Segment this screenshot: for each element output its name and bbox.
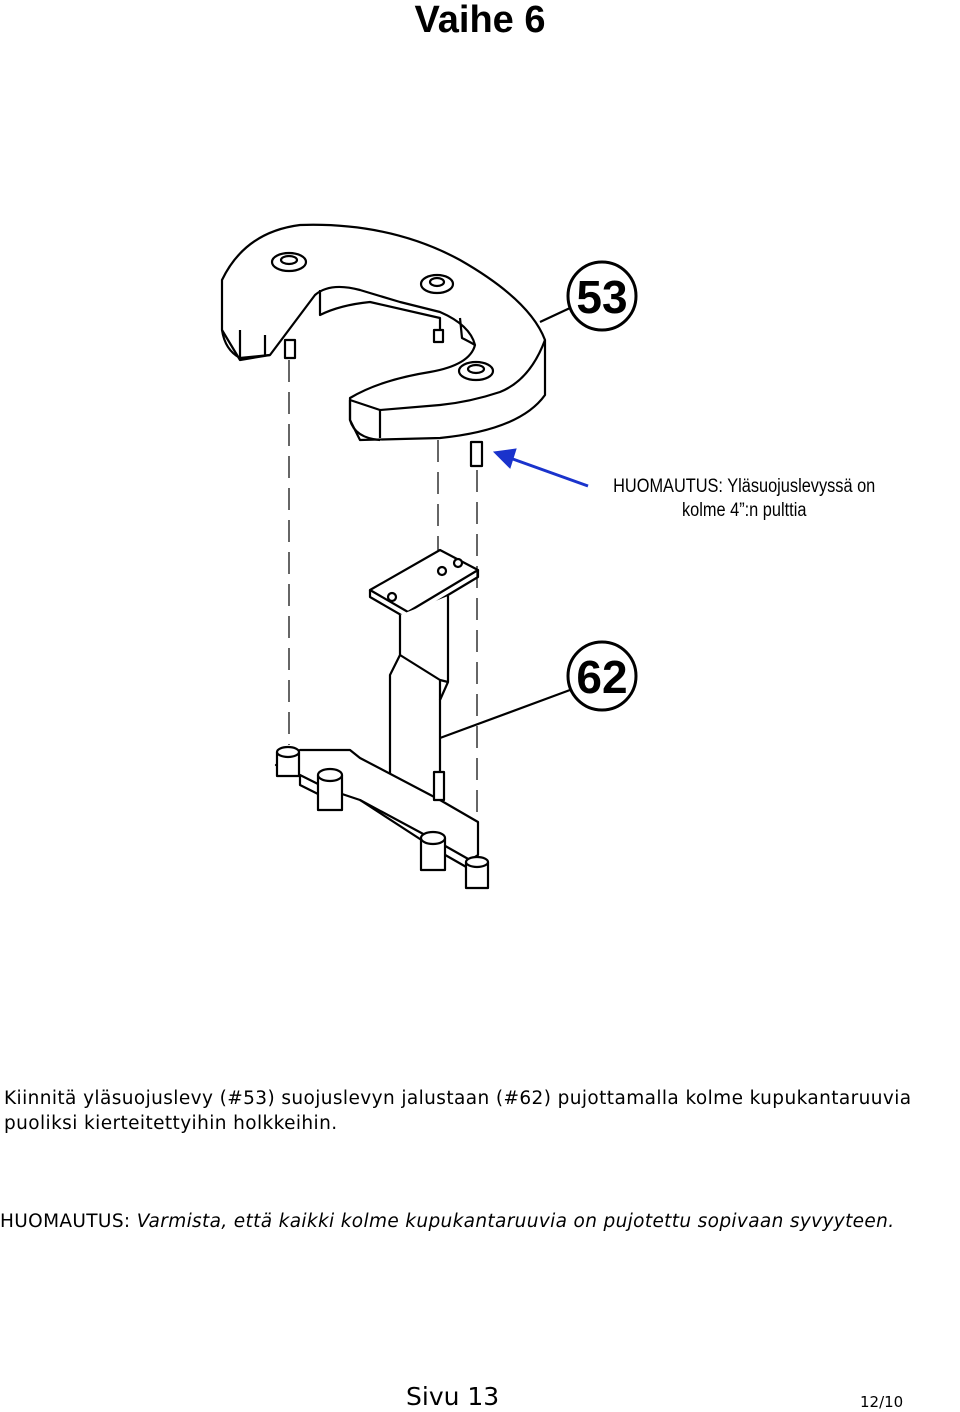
page-count: 12/10 <box>860 1393 904 1411</box>
callout-line-1: HUOMAUTUS: Yläsuojuslevyssä on <box>613 476 876 497</box>
note-prefix: HUOMAUTUS: <box>0 1211 137 1232</box>
callout-arrow <box>492 448 589 488</box>
part-label-62: 62 <box>576 651 627 703</box>
top-guard-plate <box>220 223 547 468</box>
page-number: Sivu 13 <box>406 1382 500 1411</box>
page-title: Vaihe 6 <box>414 0 546 41</box>
callout-line-2: kolme 4”:n pulttia <box>681 500 807 521</box>
instruction-text: Kiinnitä yläsuojuslevy (#53) suojuslevyn… <box>4 1088 912 1134</box>
base-stand <box>274 548 490 890</box>
note-text: HUOMAUTUS: Varmista, että kaikki kolme k… <box>0 1209 960 1234</box>
assembly-diagram: 53 62 <box>220 223 638 890</box>
bolt-callout-note: HUOMAUTUS: Yläsuojuslevyssä on kolme 4”:… <box>598 475 890 523</box>
note-body: Varmista, että kaikki kolme kupukantaruu… <box>136 1211 895 1232</box>
part-label-53: 53 <box>576 271 627 323</box>
